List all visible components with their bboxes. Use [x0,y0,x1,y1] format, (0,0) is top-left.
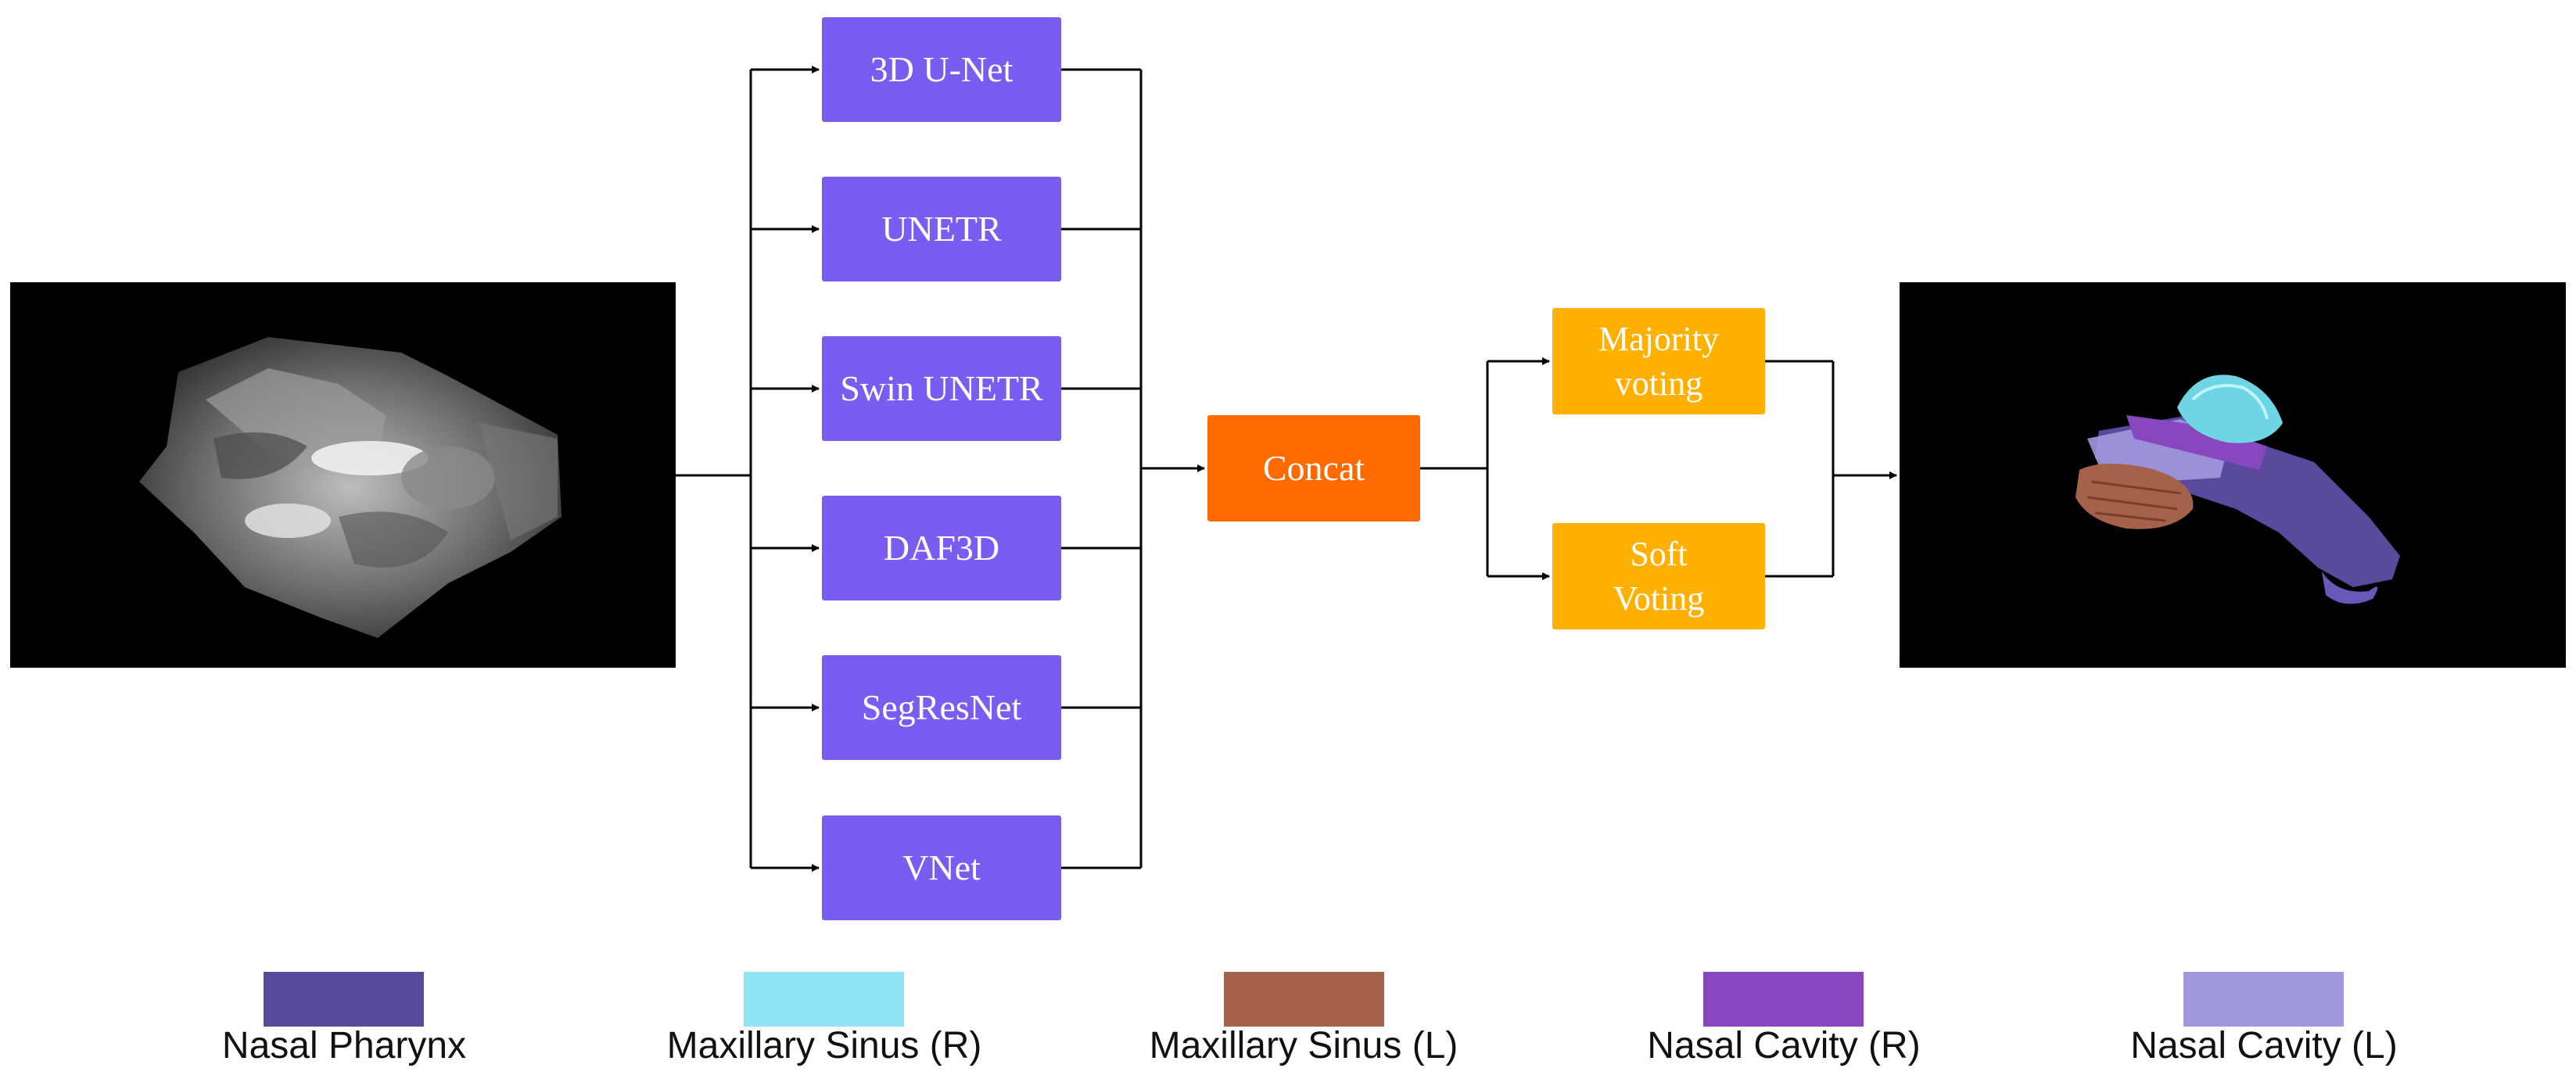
legend-label-nasal-pharynx: Nasal Pharynx [221,1025,467,1066]
legend-label-maxillary-sinus-l: Maxillary Sinus (L) [1149,1025,1458,1066]
majority-voting-box: Majority voting [1552,308,1765,414]
concat-box: Concat [1207,415,1420,521]
legend-swatch-maxillary-sinus-r [744,972,904,1027]
model-box-3d-u-net: 3D U-Net [822,17,1061,122]
legend-swatch-nasal-pharynx [264,972,424,1027]
input-ct-image [10,282,676,668]
legend-label-maxillary-sinus-r: Maxillary Sinus (R) [666,1025,982,1066]
model-box-swin-unetr: Swin UNETR [822,336,1061,441]
legend-label-nasal-cavity-r: Nasal Cavity (R) [1647,1025,1921,1066]
model-box-vnet: VNet [822,815,1061,920]
model-box-unetr: UNETR [822,177,1061,281]
legend-swatch-maxillary-sinus-l [1224,972,1384,1027]
legend-swatch-nasal-cavity-l [2183,972,2344,1027]
model-box-segresnet: SegResNet [822,655,1061,760]
output-segmentation-image [1900,282,2566,668]
model-box-daf3d: DAF3D [822,496,1061,600]
soft-voting-box: Soft Voting [1552,523,1765,629]
legend-label-nasal-cavity-l: Nasal Cavity (L) [2130,1025,2398,1066]
legend-swatch-nasal-cavity-r [1703,972,1864,1027]
